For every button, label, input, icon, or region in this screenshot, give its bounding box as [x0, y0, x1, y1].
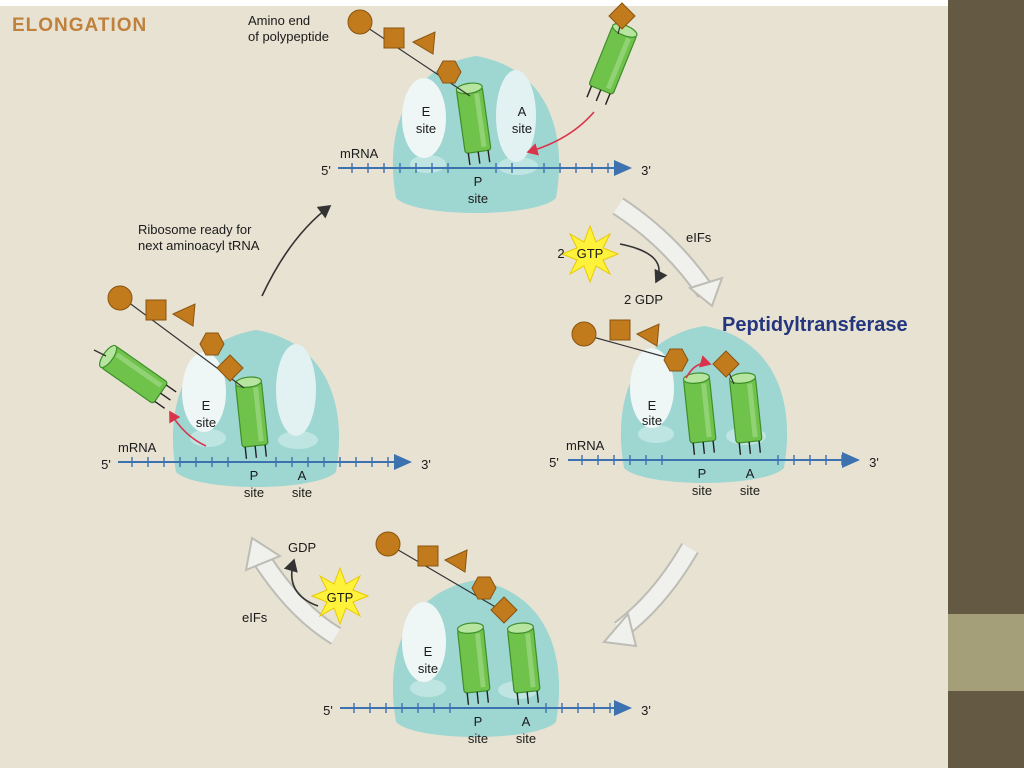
e-site-word-left: site: [195, 415, 217, 430]
entry-arrow-top: [526, 111, 595, 156]
three-prime-left: 3': [421, 457, 431, 472]
mrna-ticks-bottom: [353, 703, 611, 713]
gtp-count-top: 2: [557, 246, 565, 261]
five-prime-left: 5': [101, 457, 111, 472]
eifs-label-top: eIFs: [686, 230, 712, 245]
a-site-word-top: site: [511, 121, 533, 136]
cycle-arrow-bottom-left: [244, 536, 342, 645]
cycle-arrow-bottom-right: [602, 542, 699, 648]
p-site-word-right: site: [691, 483, 713, 498]
gdp-label: GDP: [288, 540, 317, 555]
mrna-ticks-left: [131, 457, 389, 467]
e-site-label-right: E: [647, 398, 657, 413]
three-prime-bottom: 3': [641, 703, 651, 718]
trna-incoming-top: [583, 20, 640, 107]
exit-arrow-left: [169, 410, 207, 447]
gtp-hydrolysis-arrow-bottom: [283, 558, 319, 607]
ready-label-line1: Ribosome ready for: [138, 222, 252, 237]
cycle-arrow-top-right: [612, 197, 724, 308]
p-site-word-bottom: site: [467, 731, 489, 746]
polypeptide-top: [347, 9, 471, 97]
incoming-amino-acid-top: [608, 2, 636, 35]
p-site-word-top: site: [467, 191, 489, 206]
sidebar-tab: [948, 614, 1024, 691]
a-site-word-bottom: site: [515, 731, 537, 746]
three-prime-right: 3': [869, 455, 879, 470]
a-site-label-right: A: [745, 466, 755, 481]
a-site-label-left: A: [297, 468, 307, 483]
a-site-label-top: A: [517, 104, 527, 119]
peptidyltransferase-callout: Peptidyltransferase: [722, 314, 908, 336]
amino-end-label-line2: of polypeptide: [248, 29, 329, 44]
ready-label-line2: next aminoacyl tRNA: [138, 238, 260, 253]
mrna-ticks-top: [351, 163, 609, 173]
mrna-ticks-right: [581, 455, 843, 465]
p-site-label-top: P: [473, 174, 483, 189]
p-site-label-right: P: [697, 466, 707, 481]
trna-exit-tail: [93, 349, 107, 357]
polypeptide-bottom: [375, 531, 518, 624]
e-site-word-top: site: [415, 121, 437, 136]
a-site-word-left: site: [291, 485, 313, 500]
mrna-label-top: mRNA: [340, 146, 379, 161]
p-site-label-bottom: P: [473, 714, 483, 729]
e-site-label-top: E: [421, 104, 431, 119]
p-site-word-left: site: [243, 485, 265, 500]
mrna-label-right: mRNA: [566, 438, 605, 453]
peptide-transfer-arrow: [685, 355, 712, 379]
e-site-label-left: E: [201, 398, 211, 413]
e-site-word-right: site: [641, 413, 663, 428]
cycle-arrow-left: [261, 205, 332, 297]
diagram-title: ELONGATION: [12, 15, 148, 36]
trna-exiting-left: [95, 342, 179, 412]
gtp-hydrolysis-arrow-top: [619, 243, 668, 284]
elongation-diagram: [93, 2, 860, 737]
a-site-word-right: site: [739, 483, 761, 498]
slide-top-border: [0, 0, 948, 6]
five-prime-right: 5': [549, 455, 559, 470]
three-prime-top: 3': [641, 163, 651, 178]
five-prime-bottom: 5': [323, 703, 333, 718]
polypeptide-right: [571, 319, 740, 385]
e-site-label-bottom: E: [423, 644, 433, 659]
gtp-label-bottom: GTP: [326, 590, 354, 605]
a-site-label-bottom: A: [521, 714, 531, 729]
two-gdp-label: 2 GDP: [624, 292, 664, 307]
mrna-label-left: mRNA: [118, 440, 157, 455]
polypeptide-left: [107, 285, 245, 389]
five-prime-top: 5': [321, 163, 331, 178]
p-site-label-left: P: [249, 468, 259, 483]
eifs-label-bottom: eIFs: [242, 610, 268, 625]
gtp-label-top: GTP: [576, 246, 604, 261]
e-site-word-bottom: site: [417, 661, 439, 676]
amino-end-label-line1: Amino end: [248, 13, 311, 28]
